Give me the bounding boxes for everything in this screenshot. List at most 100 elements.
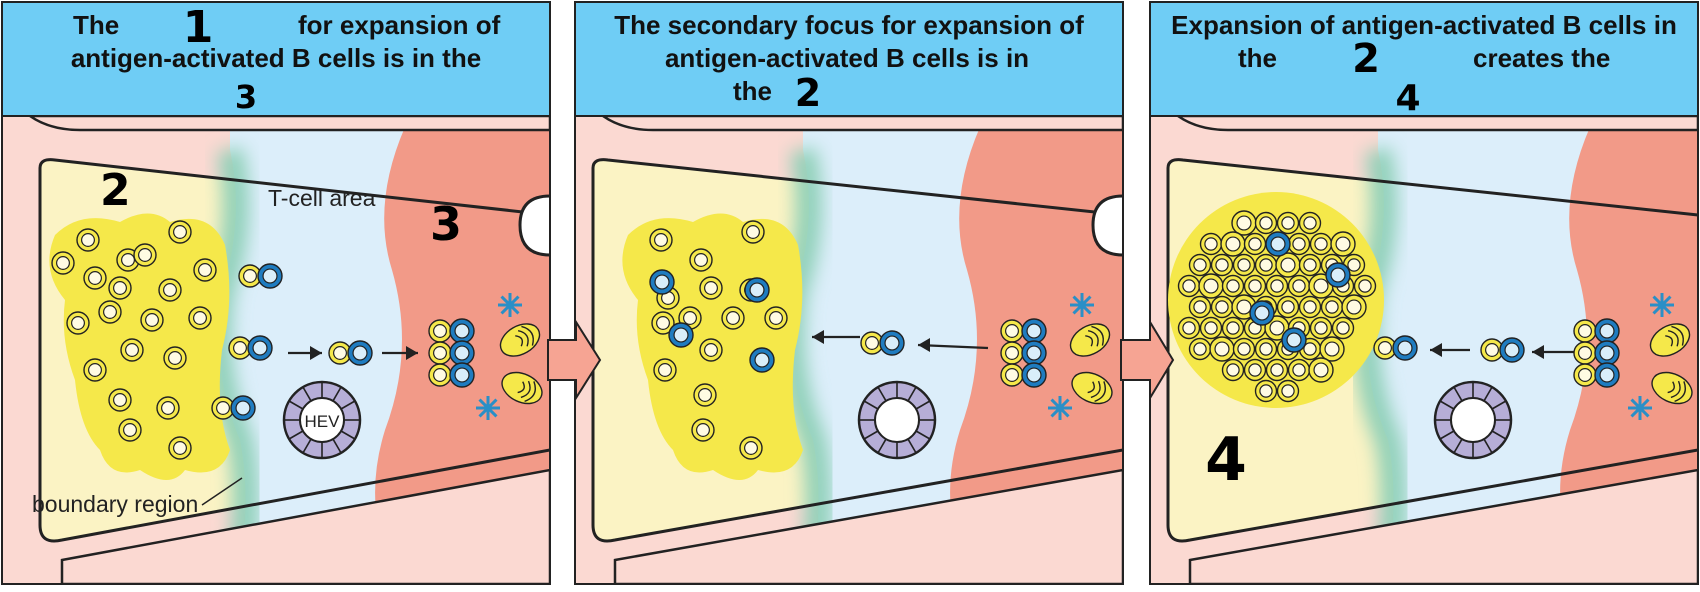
t-cell	[1276, 379, 1300, 403]
t-cell	[1330, 231, 1356, 257]
t-cell	[1209, 336, 1235, 362]
t-cell	[1573, 363, 1597, 387]
t-cell	[689, 248, 713, 272]
dendritic-cell	[1071, 371, 1113, 405]
migration-arrow	[812, 330, 860, 344]
panel-3-answer-4: 4	[1395, 78, 1420, 119]
panel-1-answer-3: 3	[235, 78, 257, 116]
activated-b-cell	[1325, 262, 1351, 288]
panel-2-header	[574, 1, 1124, 117]
t-cell	[1232, 337, 1256, 361]
t-cell	[1265, 274, 1289, 298]
t-cell	[693, 383, 717, 407]
t-cell	[653, 358, 677, 382]
t-cell	[1331, 316, 1355, 340]
migration-arrow	[382, 346, 418, 360]
t-cell	[156, 396, 180, 420]
t-cell	[116, 248, 140, 272]
t-cell	[739, 436, 763, 460]
lower-capsule	[60, 468, 550, 584]
t-cell	[1199, 232, 1223, 256]
t-cell	[1221, 274, 1245, 298]
follicle-outline	[38, 158, 550, 543]
t-cell	[1573, 319, 1597, 343]
dendritic-cell	[1069, 323, 1111, 357]
panel-1-header-expansion: for expansion of	[298, 10, 501, 40]
antigen-icon	[498, 293, 522, 317]
t-cell	[1276, 295, 1300, 319]
t-cell	[1298, 295, 1322, 319]
t-cell	[1221, 358, 1245, 382]
t-cell	[1287, 358, 1311, 382]
t-cell	[1177, 274, 1201, 298]
activated-b-cell	[1594, 318, 1620, 344]
panel-1-header-the: The	[73, 10, 119, 40]
panel-2-header-line1: The secondary focus for expansion of	[614, 10, 1084, 40]
t-cell	[764, 306, 788, 330]
t-cell	[1000, 363, 1024, 387]
region-mark-4: 4	[1205, 425, 1247, 495]
hev-vessel	[1433, 380, 1513, 460]
t-cell	[1573, 341, 1597, 365]
activated-b-cell	[749, 347, 775, 373]
activated-b-cell	[1499, 337, 1525, 363]
activated-b-cell	[879, 330, 905, 356]
follicle-outline	[1166, 158, 1698, 543]
panel-1-header	[1, 1, 551, 117]
activated-b-cell	[1265, 231, 1291, 257]
panel-2-header-line3: the	[733, 76, 772, 106]
dendritic-cell	[501, 371, 543, 405]
t-cell	[1199, 316, 1223, 340]
hev-label: HEV	[305, 412, 341, 431]
b-cell-cluster	[51, 220, 217, 460]
t-cell	[163, 346, 187, 370]
activated-cells	[1373, 293, 1693, 420]
trabecula	[1175, 116, 1698, 132]
hev-vessel: HEV	[282, 380, 362, 460]
b-cell-cluster	[649, 220, 788, 460]
t-cell	[721, 306, 745, 330]
t-cell	[1188, 337, 1212, 361]
t-cell	[1221, 316, 1245, 340]
t-cell	[168, 220, 192, 244]
t-cell	[98, 300, 122, 324]
t-cell	[188, 306, 212, 330]
t-cell	[1319, 336, 1345, 362]
panel-1-header-line2: antigen-activated B cells is in the	[71, 43, 481, 73]
t-cell	[1243, 358, 1267, 382]
t-cell	[140, 308, 164, 332]
region-mark-2: 2	[100, 165, 131, 216]
t-cell	[238, 264, 262, 288]
antigen-icon	[1650, 293, 1674, 317]
t-cell	[1177, 316, 1201, 340]
activated-b-cell	[1021, 362, 1047, 388]
dendritic-cell	[1649, 323, 1691, 357]
t-cell	[1188, 253, 1212, 277]
activated-b-cell	[668, 322, 694, 348]
boundary-band	[1353, 147, 1407, 584]
t-cell	[651, 311, 675, 335]
t-cell-area-label: T-cell area	[268, 185, 376, 211]
t-cell	[120, 338, 144, 362]
panel-arrow-1	[547, 318, 602, 402]
region-mark-3: 3	[430, 197, 462, 251]
t-cell	[1000, 319, 1024, 343]
t-cell	[1373, 336, 1397, 360]
t-cell	[168, 436, 192, 460]
antigen-icon	[476, 396, 500, 420]
migration-arrow	[1430, 343, 1470, 357]
t-cell	[228, 336, 252, 360]
t-cell	[76, 228, 100, 252]
t-cell	[656, 286, 680, 310]
activated-cells	[812, 293, 1113, 420]
t-cell	[328, 341, 352, 365]
t-cell	[699, 276, 723, 300]
boundary-band	[778, 147, 832, 584]
activated-b-cell	[1021, 318, 1047, 344]
panel-arrow-2	[1120, 318, 1175, 402]
t-cell	[1298, 253, 1322, 277]
antigen-icon	[1070, 293, 1094, 317]
activated-b-cell	[257, 263, 283, 289]
t-cell	[1243, 232, 1267, 256]
t-cell	[1298, 211, 1322, 235]
